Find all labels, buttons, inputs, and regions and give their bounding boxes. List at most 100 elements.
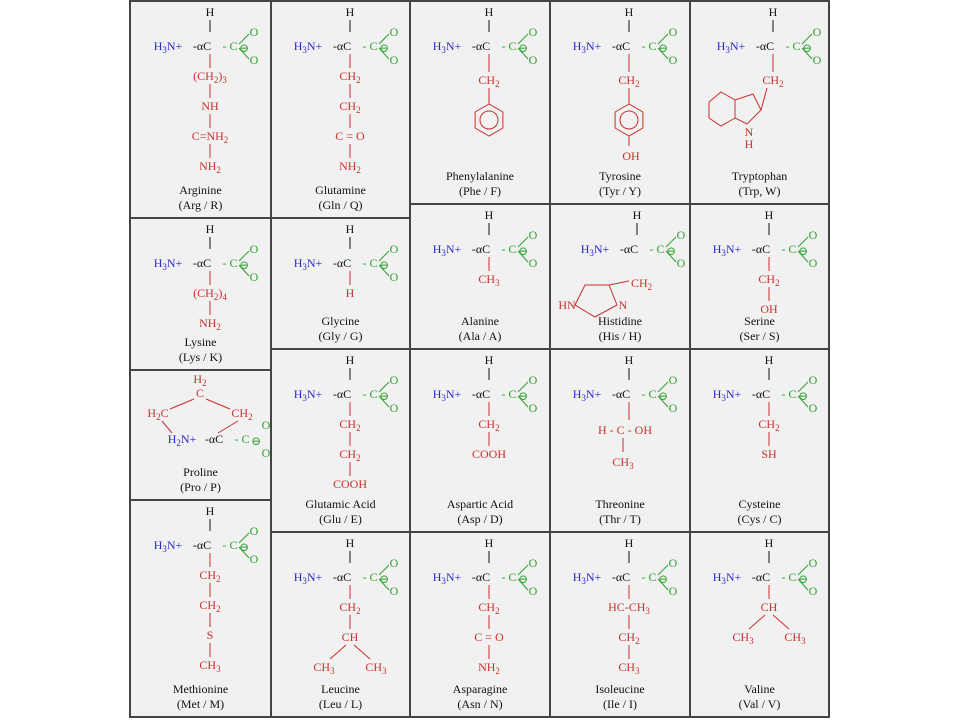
- alpha-carbon: -αC: [193, 39, 211, 53]
- caption-isoleucine: Isoleucine(Ile / I): [551, 682, 689, 712]
- side-1: C = O: [474, 630, 504, 644]
- bond-co-bottom: [657, 578, 669, 591]
- cell-leucine: HH3​N+-αC- COO⊖CH2​CHCH3​CH3​Leucine(Leu…: [271, 532, 410, 717]
- side-1: OH: [760, 302, 778, 316]
- side-oh: OH: [622, 149, 640, 163]
- side-ch2: CH2​: [618, 73, 639, 89]
- amino-acid-code: (Trp, W): [738, 184, 781, 198]
- bond-co-bottom: [657, 395, 669, 408]
- carboxyl-oxygen-top: O: [390, 25, 399, 39]
- amine-group: H3​N+: [573, 387, 602, 403]
- caption-lysine: Lysine(Lys / K): [131, 335, 270, 365]
- bond-co-bottom: [378, 264, 390, 277]
- side-1: COOH: [472, 447, 506, 461]
- amine-group: H3​N+: [433, 387, 462, 403]
- bond-co-top: [378, 250, 390, 262]
- amino-acid-code: (Phe / F): [459, 184, 501, 198]
- caption-alanine: Alanine(Ala / A): [411, 314, 549, 344]
- amino-acid-name: Lysine: [184, 335, 217, 349]
- side-ch2: CH2​: [631, 276, 652, 292]
- amino-acid-name: Proline: [183, 465, 218, 479]
- carboxyl-carbon: - C: [363, 39, 378, 53]
- imidazole-n: N: [619, 298, 628, 312]
- cell-asparagine: HH3​N+-αC- COO⊖CH2​C = ONH2​Asparagine(A…: [410, 532, 550, 717]
- aromatic-circle: [619, 110, 639, 130]
- cell-phenylalanine: HH3​N+-αC- COO⊖CH2​Phenylalanine(Phe / F…: [410, 1, 550, 204]
- carboxyl-oxygen-bottom: O: [669, 53, 678, 67]
- side-3: NH2​: [339, 159, 361, 175]
- carboxyl-charge: ⊖: [518, 572, 528, 586]
- side-0: CH2​: [339, 417, 360, 433]
- carboxyl-charge: ⊖: [798, 389, 808, 403]
- alpha-hydrogen: H: [206, 504, 215, 518]
- bond: [217, 420, 239, 434]
- carboxyl-oxygen-top: O: [529, 25, 538, 39]
- amine-group: H3​N+: [713, 242, 742, 258]
- amine-group: H3​N+: [433, 39, 462, 55]
- amine-group: H3​N+: [294, 256, 323, 272]
- benzene-ring: [614, 103, 644, 137]
- carboxyl-oxygen-top: O: [529, 556, 538, 570]
- alpha-hydrogen: H: [206, 222, 215, 236]
- side-0: CH2​: [339, 600, 360, 616]
- bond: [748, 614, 766, 630]
- side-2: COOH: [333, 477, 367, 491]
- structure-glycine: HH3​N+-αC- COO⊖H: [294, 222, 399, 300]
- side-2: NH2​: [478, 660, 500, 676]
- amino-acid-name: Histidine: [598, 314, 642, 328]
- ring-c: C: [196, 386, 204, 400]
- alpha-carbon: -αC: [620, 242, 638, 256]
- amine-group: H3​N+: [717, 39, 746, 55]
- bond-co-bottom: [801, 47, 813, 60]
- carboxyl-charge: ⊖: [658, 389, 668, 403]
- side-0: H: [346, 286, 355, 300]
- carboxyl-oxygen-bottom: O: [390, 53, 399, 67]
- structure-phenylalanine: HH3​N+-αC- COO⊖CH2​: [433, 5, 538, 137]
- amino-acid-code: (His / H): [598, 329, 642, 343]
- carboxyl-charge: ⊖: [798, 244, 808, 258]
- structure-isoleucine: HH3​N+-αC- COO⊖HC-CH3​CH2​CH3​: [573, 536, 678, 676]
- carboxyl-carbon: - C: [782, 242, 797, 256]
- amino-acid-code: (Cys / C): [737, 512, 782, 526]
- side-1: SH: [761, 447, 777, 461]
- carboxyl-oxygen-top: O: [669, 556, 678, 570]
- side-0: CH2​: [758, 417, 779, 433]
- amino-acid-code: (Arg / R): [178, 198, 223, 212]
- structure-serine: HH3​N+-αC- COO⊖CH2​OH: [713, 208, 818, 316]
- amino-acid-code: (Met / M): [176, 697, 225, 711]
- carboxyl-carbon: - C: [642, 570, 657, 584]
- bond-co-bottom: [657, 47, 669, 60]
- amino-acid-name: Alanine: [461, 314, 499, 328]
- alpha-hydrogen: H: [769, 5, 778, 19]
- alpha-carbon: -αC: [333, 387, 351, 401]
- carboxyl-charge: ⊖: [802, 41, 812, 55]
- indole-benzene: [708, 91, 736, 127]
- carboxyl-oxygen-bottom: O: [390, 401, 399, 415]
- caption-glutamine: Glutamine(Gln / Q): [272, 183, 409, 213]
- amino-acid-code: (Gly / G): [318, 329, 363, 343]
- carboxyl-carbon: - C: [782, 570, 797, 584]
- side-hcoh: H - C - OH: [598, 423, 652, 437]
- side-2: C = O: [335, 129, 365, 143]
- side-0: CH2​: [758, 272, 779, 288]
- bond-co-top: [238, 532, 250, 544]
- amine-group: H3​N+: [154, 256, 183, 272]
- side-ch3-right: CH3​: [365, 660, 387, 676]
- amine-group: H3​N+: [573, 570, 602, 586]
- alpha-carbon: -αC: [472, 242, 490, 256]
- carboxyl-charge: ⊖: [239, 41, 249, 55]
- bond-co-top: [657, 564, 669, 576]
- alpha-carbon: -αC: [472, 387, 490, 401]
- amino-acid-code: (Ala / A): [458, 329, 502, 343]
- alpha-hydrogen: H: [625, 536, 634, 550]
- cell-threonine: HH3​N+-αC- COO⊖H - C - OHCH3​Threonine(T…: [550, 349, 690, 532]
- carboxyl-charge: ⊖: [658, 572, 668, 586]
- alpha-carbon: -αC: [193, 256, 211, 270]
- carboxyl-oxygen-bottom: O: [669, 584, 678, 598]
- side-0: CH3​: [478, 272, 500, 288]
- side-ch2: CH2​: [478, 73, 499, 89]
- bond: [353, 644, 371, 660]
